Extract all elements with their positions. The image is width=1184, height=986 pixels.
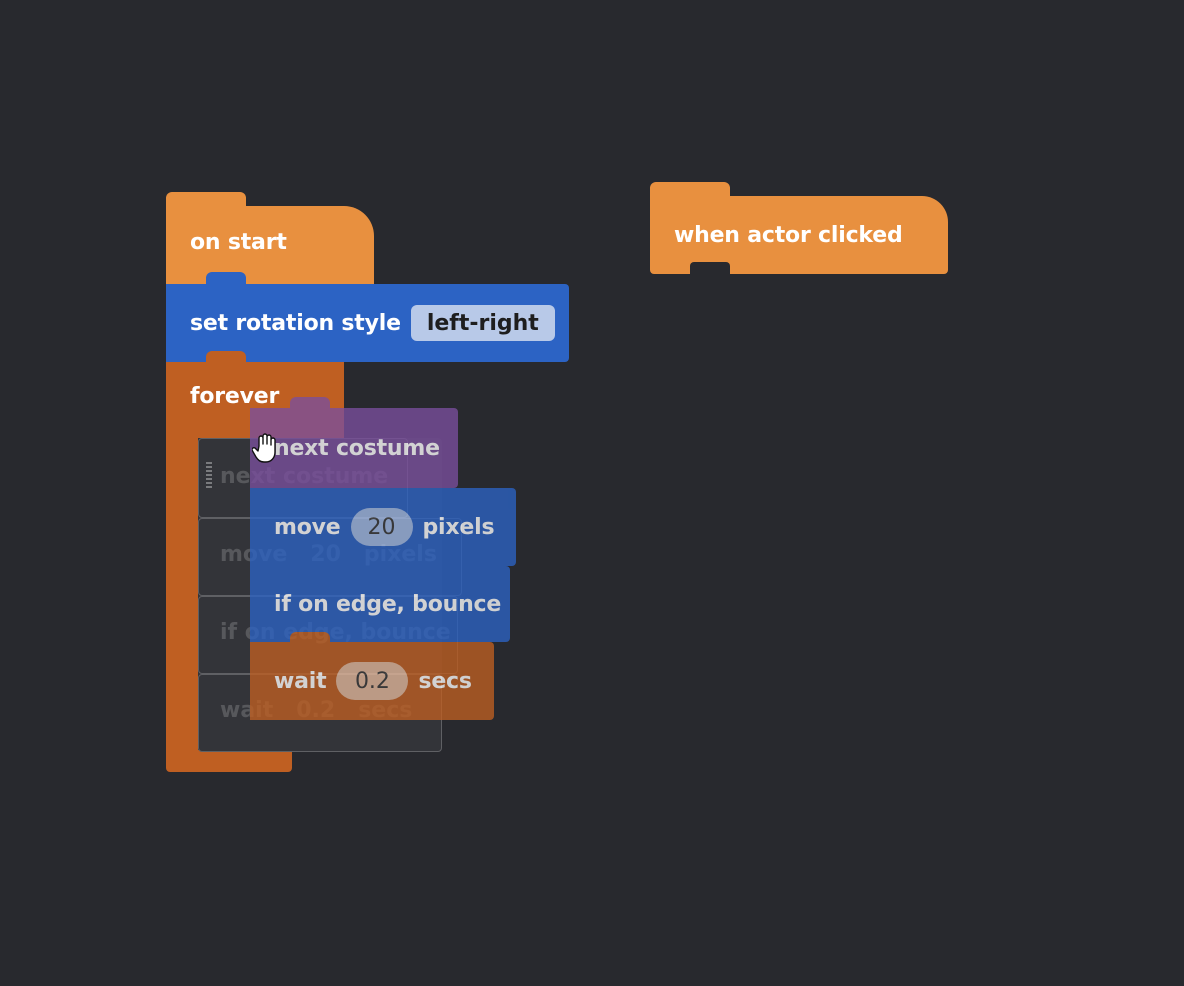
bounce-label: if on edge, bounce (274, 591, 502, 617)
move-unit-label: pixels (422, 514, 495, 540)
wait-label: wait (274, 668, 327, 694)
wait-block[interactable]: wait 0.2 secs (250, 642, 494, 720)
on-start-label: on start (190, 229, 287, 255)
block-notch (690, 262, 730, 274)
move-label: move (274, 514, 341, 540)
block-tab (290, 632, 330, 644)
set-rotation-style-label: set rotation style (190, 310, 401, 336)
next-costume-label: next costume (274, 435, 440, 461)
when-actor-clicked-label: when actor clicked (674, 222, 903, 248)
block-tab (206, 351, 246, 363)
move-amount-input[interactable]: 20 (350, 508, 413, 546)
forever-arm (166, 438, 198, 752)
forever-label: forever (190, 384, 280, 409)
forever-footer (166, 750, 292, 772)
next-costume-block[interactable]: next costume (250, 408, 458, 488)
drag-grip-icon (206, 462, 212, 490)
when-actor-clicked-body[interactable]: when actor clicked (650, 196, 948, 274)
set-rotation-style-body[interactable]: set rotation style left-right (166, 284, 569, 362)
bounce-block[interactable]: if on edge, bounce (250, 566, 510, 642)
block-tab (290, 397, 330, 409)
rotation-style-dropdown[interactable]: left-right (410, 305, 555, 341)
grab-hand-icon (252, 433, 276, 463)
block-tab (206, 272, 246, 284)
on-start-body[interactable]: on start (166, 206, 374, 286)
wait-duration-input[interactable]: 0.2 (336, 662, 409, 700)
wait-unit-label: secs (418, 668, 472, 694)
move-block[interactable]: move 20 pixels (250, 488, 516, 566)
